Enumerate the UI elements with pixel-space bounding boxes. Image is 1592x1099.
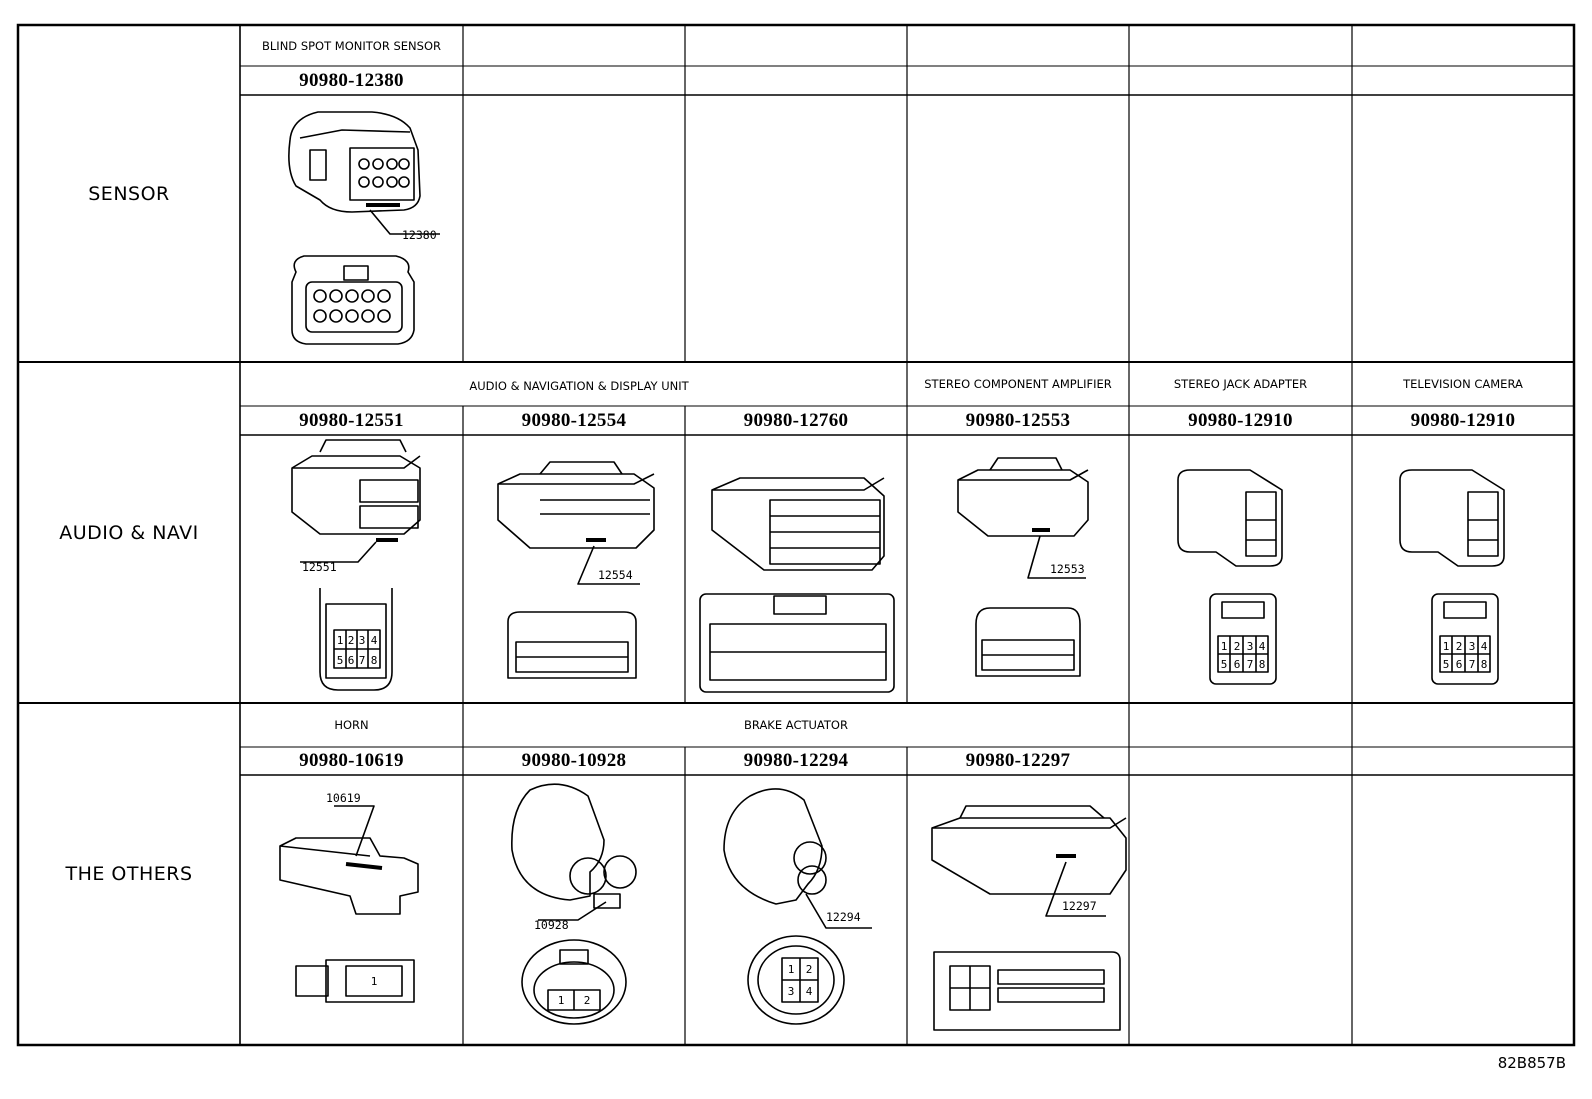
- callout-12551: 12551: [302, 560, 337, 574]
- callout-12380: 12380: [402, 228, 437, 242]
- pin-12910-cam-3: 3: [1469, 640, 1476, 653]
- pin-12910-jack-1: 1: [1221, 640, 1228, 653]
- callout-12554: 12554: [598, 568, 633, 582]
- callout-12297: 12297: [1062, 899, 1097, 913]
- connector-10928-front: [521, 939, 627, 1025]
- part-number-12910-jack: 90980-12910: [1188, 409, 1293, 431]
- part-number-12910-camera: 90980-12910: [1410, 409, 1516, 431]
- pin-12551-5: 5: [337, 654, 344, 667]
- part-number-10928: 90980-10928: [521, 750, 627, 771]
- callout-12553: 12553: [1050, 562, 1085, 576]
- component-name-television-camera: TELEVISION CAMERA: [1403, 377, 1523, 391]
- part-number-12551: 90980-12551: [299, 409, 404, 431]
- pin-12551-1: 1: [337, 634, 344, 647]
- connector-12297-perspective: [931, 805, 1127, 917]
- connector-12553-perspective: [957, 457, 1089, 579]
- connector-12554-front: [507, 611, 637, 679]
- pin-12294-4: 4: [806, 985, 813, 998]
- connector-12760-perspective: [711, 477, 885, 571]
- pin-10928-1: 1: [558, 994, 565, 1007]
- pin-12910-jack-6: 6: [1234, 658, 1241, 671]
- connector-12760-front: [699, 593, 895, 693]
- pin-12551-3: 3: [359, 634, 366, 647]
- connector-12910-jack-front: [1209, 593, 1277, 685]
- connector-12553-front: [975, 607, 1081, 677]
- pin-12910-cam-5: 5: [1443, 658, 1450, 671]
- callout-10619: 10619: [326, 791, 361, 805]
- pin-12551-8: 8: [371, 654, 378, 667]
- pin-12910-cam-2: 2: [1456, 640, 1463, 653]
- pin-12910-cam-6: 6: [1456, 658, 1463, 671]
- pin-10619-1: 1: [371, 975, 378, 988]
- callout-10928: 10928: [534, 918, 569, 932]
- pin-12910-jack-8: 8: [1259, 658, 1266, 671]
- connector-12910-camera-perspective: [1399, 469, 1505, 567]
- connector-12294-perspective: [723, 788, 872, 929]
- part-number-10619: 90980-10619: [299, 750, 404, 771]
- connector-12294-front: [747, 935, 845, 1025]
- pin-12551-6: 6: [348, 654, 355, 667]
- pin-12910-jack-7: 7: [1247, 658, 1254, 671]
- connector-12380-front: [291, 255, 415, 345]
- connector-12910-camera-front: [1431, 593, 1499, 685]
- section-label-the-others: THE OTHERS: [65, 863, 193, 885]
- pin-12910-cam-4: 4: [1481, 640, 1488, 653]
- part-number-12760: 90980-12760: [743, 409, 849, 431]
- component-name-brake-actuator: BRAKE ACTUATOR: [744, 718, 848, 732]
- pin-12294-2: 2: [806, 963, 813, 976]
- pin-12910-jack-3: 3: [1247, 640, 1254, 653]
- callout-12294: 12294: [826, 910, 861, 924]
- connector-10619-front: [295, 959, 415, 1003]
- connector-12551-perspective: [291, 439, 421, 563]
- component-name-stereo-component-amplifier: STEREO COMPONENT AMPLIFIER: [924, 377, 1112, 391]
- pin-12910-jack-2: 2: [1234, 640, 1241, 653]
- connector-12554-perspective: [497, 461, 655, 585]
- connector-12910-jack-perspective: [1177, 469, 1283, 567]
- part-number-12554: 90980-12554: [521, 409, 627, 431]
- pin-12294-1: 1: [788, 963, 795, 976]
- pin-12910-jack-5: 5: [1221, 658, 1228, 671]
- section-label-sensor: SENSOR: [88, 182, 170, 205]
- figure-code: 82B857B: [1497, 1054, 1566, 1072]
- pin-12910-cam-1: 1: [1443, 640, 1450, 653]
- pin-12910-cam-8: 8: [1481, 658, 1488, 671]
- connector-12380-perspective: [288, 111, 440, 235]
- connector-12297-front: [933, 951, 1121, 1031]
- pin-10928-2: 2: [584, 994, 591, 1007]
- component-name-blind-spot-monitor-sensor: BLIND SPOT MONITOR SENSOR: [262, 38, 441, 53]
- part-number-12553: 90980-12553: [965, 409, 1071, 431]
- connector-12551-front: [319, 588, 393, 691]
- component-name-horn: HORN: [334, 718, 369, 732]
- pin-12910-cam-7: 7: [1469, 658, 1476, 671]
- connector-10619-perspective: [279, 805, 419, 915]
- pin-12551-7: 7: [359, 654, 366, 667]
- pin-12910-jack-4: 4: [1259, 640, 1266, 653]
- section-label-audio-navi: AUDIO & NAVI: [59, 521, 199, 544]
- connector-10928-perspective: [511, 783, 637, 921]
- component-name-stereo-jack-adapter: STEREO JACK ADAPTER: [1173, 377, 1308, 391]
- part-number-12380: 90980-12380: [299, 69, 404, 91]
- pin-12551-4: 4: [371, 634, 378, 647]
- pin-12551-2: 2: [348, 634, 355, 647]
- part-number-12297: 90980-12297: [965, 750, 1071, 771]
- part-number-12294: 90980-12294: [743, 750, 849, 771]
- component-name-audio-navigation-display-unit: AUDIO & NAVIGATION & DISPLAY UNIT: [469, 379, 689, 393]
- pin-12294-3: 3: [788, 985, 795, 998]
